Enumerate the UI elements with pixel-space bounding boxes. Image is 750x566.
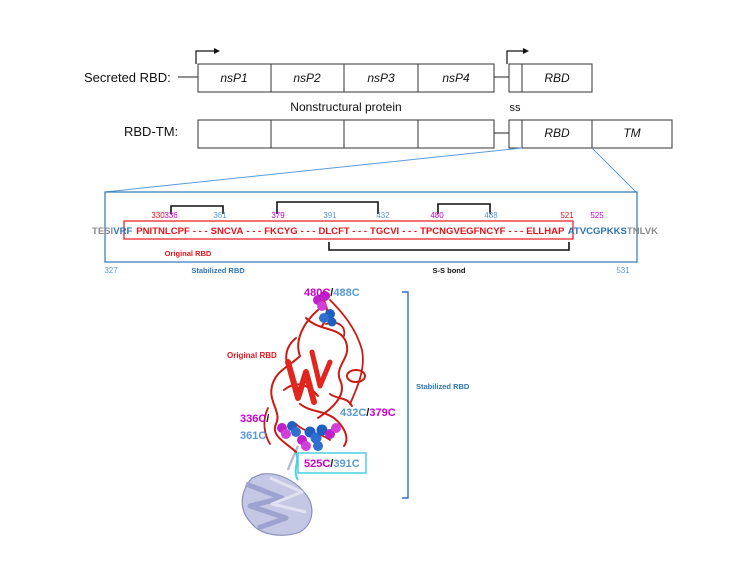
- seq-token: - - -: [246, 226, 261, 237]
- label-slash: /: [330, 458, 333, 470]
- position-330: 330: [151, 211, 165, 220]
- seq-token: TGCVI: [370, 226, 399, 237]
- seq-suffix-blue: ATVCGPKKS: [568, 226, 627, 237]
- lavender-domain: [241, 445, 313, 536]
- stabilized-rbd-bracket: [402, 291, 409, 499]
- label-432c: 432C: [340, 407, 366, 419]
- seq-token: - - -: [193, 226, 208, 237]
- label-480c: 480C: [304, 287, 330, 299]
- rbd-box-rbdtm: [521, 119, 593, 149]
- nonstructural-protein-label: Nonstructural protein: [290, 100, 401, 114]
- secreted-rbd-label: Secreted RBD:: [84, 70, 171, 85]
- seq-token: - - -: [301, 226, 316, 237]
- arrowhead-icon: [214, 48, 220, 54]
- position-361: 361: [213, 211, 227, 220]
- position-480: 480: [430, 211, 444, 220]
- seq-prefix-blue: VRF: [113, 226, 132, 237]
- original-rbd-structure-label: Original RBD: [227, 351, 277, 360]
- label-slash: /: [330, 287, 333, 299]
- position-327: 327: [104, 266, 118, 275]
- disulfide-bracket: [170, 205, 224, 214]
- seq-token: SNCVA: [211, 226, 244, 237]
- position-432: 432: [376, 211, 390, 220]
- label-361c: 361C: [240, 430, 266, 442]
- seq-token: - - -: [352, 226, 367, 237]
- position-391: 391: [323, 211, 337, 220]
- position-531: 531: [616, 266, 630, 275]
- nsp2-label: nsP2: [293, 71, 321, 85]
- label-391c: 391C: [333, 458, 359, 470]
- label-336c-text: 336C: [240, 413, 266, 425]
- seq-token: TPCNGVEGFNCYF: [420, 226, 506, 237]
- stabilized-rbd-caption: Stabilized RBD: [191, 266, 245, 275]
- disulfide-bracket: [276, 201, 379, 214]
- seq-token: DLCFT: [318, 226, 349, 237]
- label-480c-488c: 480C/488C: [304, 287, 360, 299]
- cysteine-336-361-spheres: [277, 421, 301, 439]
- signal-sequence-box: [508, 119, 523, 149]
- label-379c: 379C: [369, 407, 395, 419]
- rbd-tm-label: RBD-TM:: [124, 124, 178, 139]
- red-rbd-domain: [263, 295, 366, 453]
- rbd-box-secreted: [521, 63, 593, 93]
- position-521: 521: [560, 211, 574, 220]
- position-379: 379: [271, 211, 285, 220]
- ss-label: ss: [510, 102, 522, 114]
- tm-label: TM: [623, 126, 640, 140]
- promoter-arrow-icon: [506, 50, 523, 64]
- arrowhead-icon: [523, 48, 529, 54]
- label-432c-379c: 432C/379C: [340, 407, 396, 419]
- cysteine-432-379-spheres: [297, 423, 341, 451]
- label-525c: 525C: [304, 458, 330, 470]
- original-rbd-frame: [123, 220, 574, 240]
- seq-suffix-gray: TNLVK: [627, 226, 658, 237]
- seq-token: - - -: [508, 226, 523, 237]
- seq-original-rbd: PNITNLCPF- - -SNCVA- - -FKCYG- - -DLCFT-…: [136, 226, 565, 237]
- disulfide-bracket: [437, 203, 491, 214]
- nsp4-label: nsP4: [442, 71, 470, 85]
- stabilized-rbd-structure-label: Stabilized RBD: [416, 382, 470, 391]
- zoom-line-left: [104, 147, 523, 193]
- label-slash: /: [266, 413, 269, 425]
- signal-sequence-box: [508, 63, 523, 93]
- label-488c: 488C: [333, 287, 359, 299]
- label-525c-391c: 525C/391C: [304, 458, 360, 470]
- seq-token: ELLHAP: [526, 226, 565, 237]
- rbd-label-rbdtm: RBD: [544, 126, 570, 140]
- nsp3-label: nsP3: [367, 71, 395, 85]
- nsp1-label: nsP1: [220, 71, 247, 85]
- seq-prefix-gray: TESI: [92, 226, 113, 237]
- seq-token: PNITNLCPF: [136, 226, 190, 237]
- linker-cysteine-box: [297, 452, 367, 474]
- position-336: 336: [164, 211, 178, 220]
- ss-bond-caption: S-S bond: [433, 266, 466, 275]
- zoom-line-right: [591, 147, 637, 193]
- promoter-arrow-icon: [195, 50, 214, 64]
- seq-token: FKCYG: [264, 226, 297, 237]
- position-488: 488: [484, 211, 498, 220]
- nsp-block-rbdtm: [197, 119, 495, 149]
- label-336c: 336C/: [240, 413, 269, 425]
- linker-strand: [294, 451, 299, 481]
- position-525: 525: [590, 211, 604, 220]
- seq-token: - - -: [402, 226, 417, 237]
- original-rbd-caption: Original RBD: [165, 249, 212, 258]
- tm-box: [591, 119, 673, 149]
- cysteine-480-488-spheres: [313, 291, 337, 327]
- nsp-block-secreted: [197, 63, 495, 93]
- rbd-label-secreted: RBD: [544, 71, 570, 85]
- label-slash: /: [366, 407, 369, 419]
- protein-structure-image: [241, 291, 366, 536]
- ss-bond-bracket: [328, 242, 570, 251]
